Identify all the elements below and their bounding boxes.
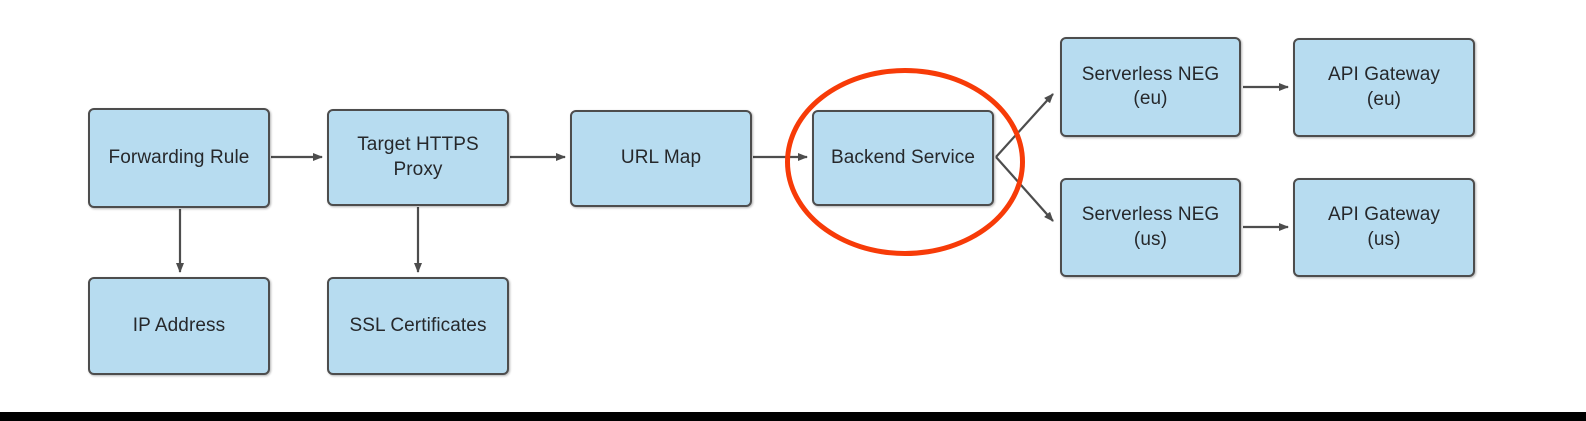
- node-ip-address[interactable]: IP Address: [88, 277, 270, 375]
- node-api-gateway-us[interactable]: API Gateway (us): [1293, 178, 1475, 277]
- node-serverless-neg-eu[interactable]: Serverless NEG (eu): [1060, 37, 1241, 137]
- node-serverless-neg-us[interactable]: Serverless NEG (us): [1060, 178, 1241, 277]
- node-target-https-proxy[interactable]: Target HTTPS Proxy: [327, 109, 509, 206]
- node-url-map[interactable]: URL Map: [570, 110, 752, 207]
- node-api-gateway-eu[interactable]: API Gateway (eu): [1293, 38, 1475, 137]
- bottom-border-bar: [0, 412, 1586, 421]
- node-backend-service[interactable]: Backend Service: [812, 110, 994, 206]
- connector-backend-service-to-serverless-neg-us: [995, 156, 1054, 222]
- node-ssl-certificates[interactable]: SSL Certificates: [327, 277, 509, 375]
- connector-backend-service-to-serverless-neg-eu: [995, 93, 1054, 158]
- node-forwarding-rule[interactable]: Forwarding Rule: [88, 108, 270, 208]
